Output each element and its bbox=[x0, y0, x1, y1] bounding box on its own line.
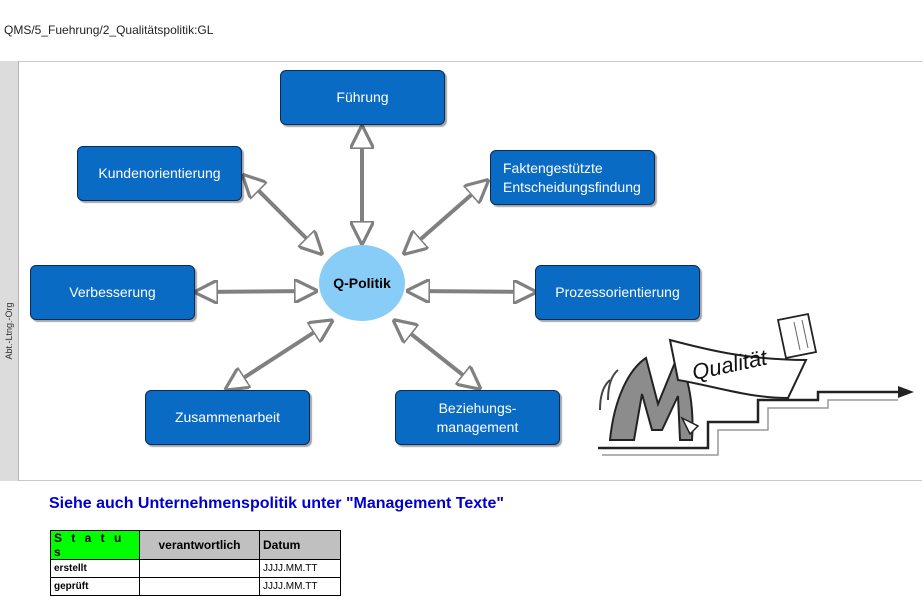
center-node-q-politik[interactable]: Q-Politik bbox=[319, 245, 405, 321]
status-row-label: erstellt bbox=[50, 559, 140, 578]
node-faktengestuetzte-entscheidungsfindung[interactable]: Faktengestützte Entscheidungsfindung bbox=[490, 150, 655, 205]
status-row-date[interactable]: JJJJ.MM.TT bbox=[259, 559, 341, 578]
swimlane-strip: Abt.-Ltng.-Org bbox=[0, 61, 19, 481]
node-zusammenarbeit[interactable]: Zusammenarbeit bbox=[145, 390, 310, 445]
status-table: S t a t u s verantwortlich Datum erstell… bbox=[50, 530, 341, 596]
status-header-cell: S t a t u s bbox=[50, 530, 140, 560]
breadcrumb: QMS/5_Fuehrung/2_Qualitätspolitik:GL bbox=[4, 23, 214, 37]
status-row-date[interactable]: JJJJ.MM.TT bbox=[259, 577, 341, 596]
status-row-responsible[interactable] bbox=[139, 559, 260, 578]
node-verbesserung[interactable]: Verbesserung bbox=[30, 265, 195, 320]
quality-stairs-illustration: Qualität bbox=[598, 312, 914, 456]
node-kundenorientierung[interactable]: Kundenorientierung bbox=[77, 146, 242, 201]
swimlane-label: Abt.-Ltng.-Org bbox=[4, 302, 14, 360]
node-beziehungsmanagement[interactable]: Beziehungs- management bbox=[395, 390, 560, 445]
see-also-link[interactable]: Siehe auch Unternehmenspolitik unter "Ma… bbox=[49, 495, 504, 512]
node-fuehrung[interactable]: Führung bbox=[280, 70, 445, 125]
diagram-frame bbox=[19, 61, 922, 481]
responsible-header-cell: verantwortlich bbox=[139, 530, 260, 560]
node-prozessorientierung[interactable]: Prozessorientierung bbox=[535, 265, 700, 320]
table-row: geprüft JJJJ.MM.TT bbox=[50, 577, 341, 596]
date-header-cell: Datum bbox=[259, 530, 341, 560]
status-row-label: geprüft bbox=[50, 577, 140, 596]
status-row-responsible[interactable] bbox=[139, 577, 260, 596]
table-row: erstellt JJJJ.MM.TT bbox=[50, 559, 341, 578]
status-table-header-row: S t a t u s verantwortlich Datum bbox=[50, 530, 341, 560]
